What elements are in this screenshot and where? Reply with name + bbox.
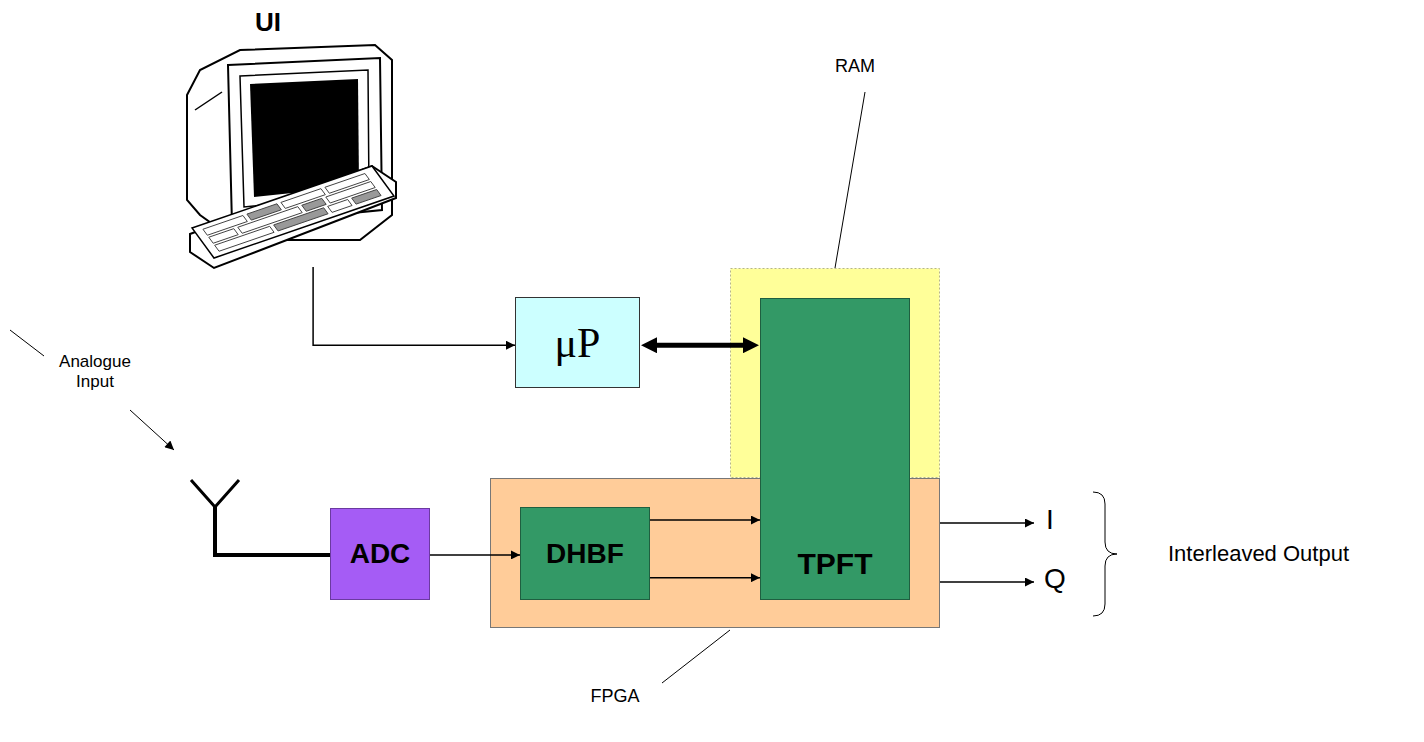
antenna-symbol: [191, 480, 239, 507]
signal-connector: [649, 343, 751, 348]
key: [352, 190, 381, 205]
input-label: Analogue Input: [45, 352, 145, 392]
input-label: Analogue Input: [45, 352, 145, 392]
block-label: DHBF: [546, 538, 624, 570]
key: [274, 208, 328, 231]
computer-illustration: [187, 45, 396, 268]
dhbf-block: DHBF: [520, 507, 650, 600]
keyboard-top: [192, 166, 394, 258]
key: [328, 199, 352, 212]
signal-connector: [650, 577, 760, 579]
block-label: ADC: [350, 538, 411, 570]
signal-name: I: [1038, 504, 1062, 536]
monitor-bezel: [228, 58, 382, 225]
leader-arrow: [130, 410, 174, 450]
leader-line: [662, 630, 730, 683]
fpga-block: FPGADHBF: [490, 478, 940, 628]
adc-block: ADC: [330, 508, 430, 600]
keyboard-keys: [203, 174, 381, 252]
block-label: FPGA: [565, 686, 665, 707]
key: [215, 226, 274, 251]
monitor-slot: [195, 92, 222, 110]
curly-brace: [1093, 492, 1117, 616]
signal-name: I: [1038, 504, 1062, 536]
signal-connector: [650, 519, 760, 521]
tpft-block: TPFT: [760, 298, 910, 600]
block-label: TPFT: [798, 547, 873, 581]
block-label: μP: [555, 319, 601, 367]
output-label: Interleaved Output: [1168, 541, 1408, 567]
signal-name: Q: [1041, 563, 1069, 595]
block-label: RAM: [730, 56, 980, 77]
signal-connector: [430, 554, 520, 556]
leader-line: [10, 330, 44, 356]
keyboard-base: [190, 166, 396, 268]
block-label: UI: [185, 7, 351, 38]
microprocessor-box: μP: [515, 297, 640, 388]
signal-connector: [313, 267, 515, 345]
antenna-wire: [215, 505, 330, 555]
output-label: Interleaved Output: [1168, 541, 1408, 567]
screen-frame: [240, 70, 369, 207]
leader-line: [835, 92, 865, 268]
ui-terminal: UI: [185, 5, 395, 267]
signal-name: Q: [1041, 563, 1069, 595]
